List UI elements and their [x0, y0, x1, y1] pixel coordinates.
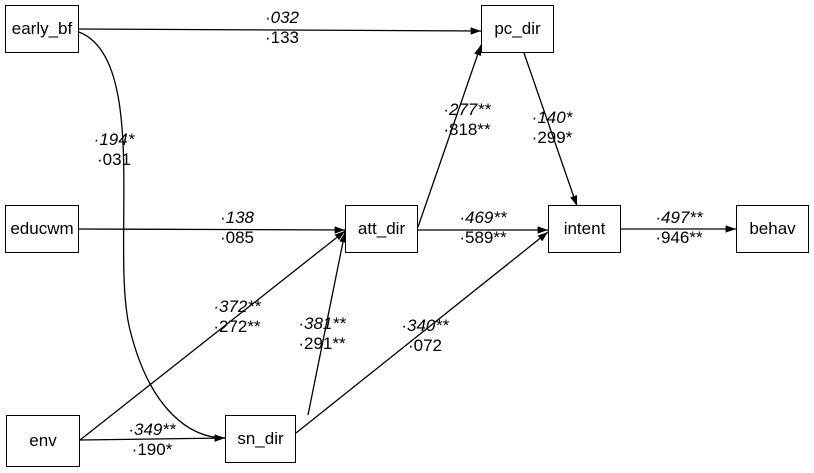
std-coef: ·372**	[213, 297, 261, 316]
label-env-att_dir: ·372** ·272**	[202, 297, 272, 337]
std-coef: ·497**	[655, 208, 703, 227]
label-early_bf-pc_dir: ·032 ·133	[257, 8, 307, 48]
label-att_dir-intent: ·469** ·589**	[448, 208, 518, 248]
unstd-coef: ·085	[219, 228, 255, 247]
arrow-sn_dir-intent	[295, 231, 549, 434]
arrow-env-sn_dir	[79, 434, 226, 442]
std-coef: ·032	[264, 8, 300, 27]
node-env: env	[6, 415, 80, 467]
arrow-early_bf-pc_dir	[78, 27, 482, 35]
unstd-coef: ·272**	[213, 317, 261, 336]
unstd-coef: ·072	[407, 336, 443, 355]
unstd-coef: ·818**	[443, 120, 491, 139]
arrow-att_dir-pc_dir	[417, 44, 482, 228]
label-att_dir-pc_dir: ·277** ·818**	[432, 100, 502, 140]
node-educwm: educwm	[5, 205, 79, 253]
std-coef: ·340**	[401, 316, 449, 335]
arrow-early_bf-sn_dir	[78, 31, 226, 442]
label-educwm-att_dir: ·138 ·085	[212, 208, 262, 248]
arrow-sn_dir-att_dir	[307, 231, 347, 416]
label-intent-behav: ·497** ·946**	[644, 208, 714, 248]
std-coef: ·140*	[531, 108, 573, 127]
node-behav: behav	[736, 205, 809, 253]
label-early_bf-sn_dir: ·194* ·031	[84, 130, 144, 170]
std-coef: ·138	[219, 208, 255, 227]
label-sn_dir-intent: ·340** ·072	[390, 316, 460, 356]
unstd-coef: ·133	[264, 28, 300, 47]
unstd-coef: ·946**	[655, 228, 703, 247]
node-sn_dir: sn_dir	[225, 415, 296, 463]
node-pc_dir: pc_dir	[481, 5, 554, 53]
label-sn_dir-att_dir: ·381** ·291**	[287, 314, 357, 354]
node-att_dir: att_dir	[345, 205, 418, 253]
arrow-pc_dir-intent	[523, 52, 578, 207]
label-pc_dir-intent: ·140* ·299*	[522, 108, 582, 148]
unstd-coef: ·031	[96, 150, 132, 169]
node-early_bf: early_bf	[5, 5, 79, 53]
unstd-coef: ·589**	[459, 228, 507, 247]
std-coef: ·349**	[128, 420, 176, 439]
node-intent: intent	[548, 205, 621, 253]
std-coef: ·277**	[443, 100, 491, 119]
arrow-educwm-att_dir	[78, 226, 346, 234]
std-coef: ·381**	[298, 314, 346, 333]
label-env-sn_dir: ·349** ·190*	[117, 420, 187, 460]
unstd-coef: ·291**	[298, 334, 346, 353]
unstd-coef: ·190*	[131, 440, 173, 459]
std-coef: ·194*	[93, 130, 135, 149]
std-coef: ·469**	[459, 208, 507, 227]
unstd-coef: ·299*	[531, 128, 573, 147]
arrow-env-att_dir	[79, 230, 346, 441]
